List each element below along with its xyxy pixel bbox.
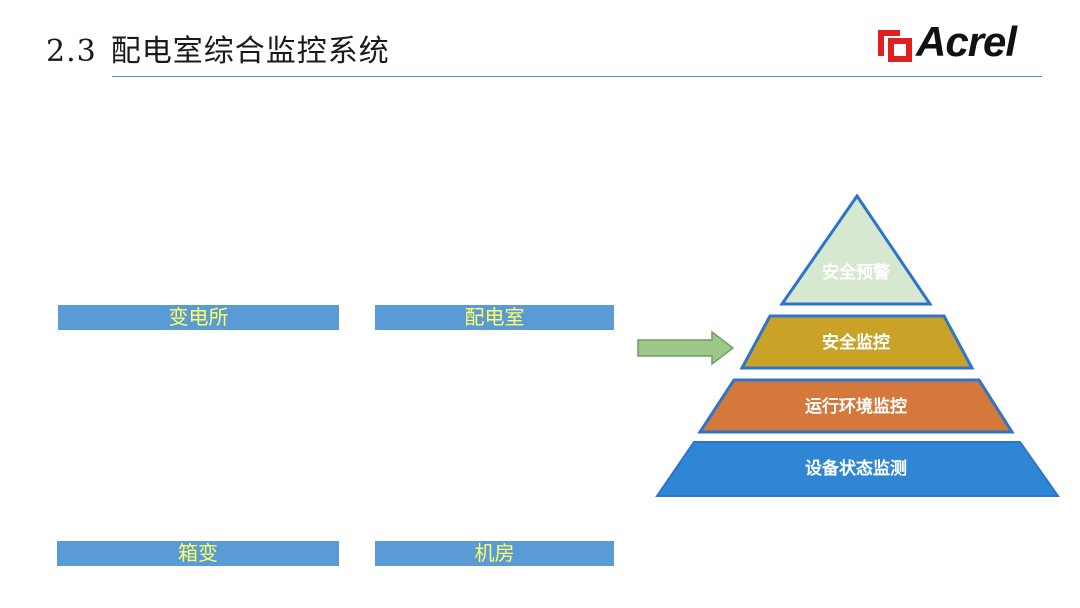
right-arrow-icon	[637, 330, 735, 366]
pyramid-level-environment	[697, 378, 1015, 434]
box-substation: 变电所	[58, 305, 339, 330]
logo-text: Acrel	[916, 18, 1017, 65]
pyramid-label-security: 安全监控	[822, 332, 890, 353]
box-distribution-room: 配电室	[375, 305, 614, 330]
pyramid-label-warning: 安全预警	[822, 262, 890, 283]
pyramid-label-equipment: 设备状态监测	[805, 458, 907, 479]
monitoring-pyramid: 安全预警 安全监控 运行环境监控 设备状态监测	[655, 193, 1060, 497]
pyramid-level-equipment	[655, 441, 1060, 497]
logo-mark-icon	[878, 30, 912, 62]
pyramid-level-warning	[779, 193, 933, 306]
box-machine-room: 机房	[375, 541, 614, 566]
pyramid-level-security	[739, 314, 975, 370]
acrel-logo: Acrel	[876, 18, 1046, 68]
section-number: 2.3	[46, 34, 97, 69]
box-box-transformer: 箱变	[57, 541, 339, 566]
pyramid-label-environment: 运行环境监控	[805, 396, 907, 417]
page-title: 2.3 配电室综合监控系统	[46, 26, 390, 70]
title-divider	[112, 76, 1042, 77]
title-text: 配电室综合监控系统	[110, 34, 390, 69]
